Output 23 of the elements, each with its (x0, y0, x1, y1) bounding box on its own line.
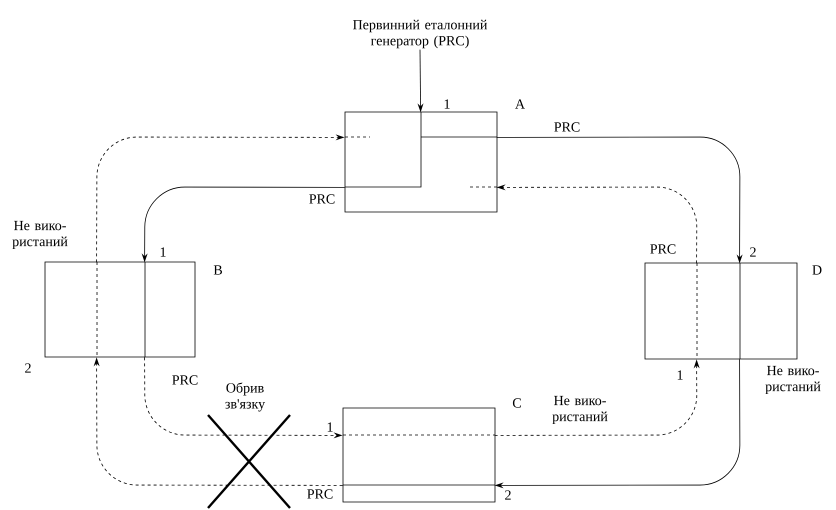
edge-label: PRC (309, 194, 334, 204)
edge-label: PRC (172, 375, 198, 385)
node-label: D (812, 265, 822, 275)
edge-label: PRC (307, 489, 332, 499)
port-number: 1 (328, 422, 333, 432)
node-label: A (515, 99, 525, 109)
node-label: B (214, 265, 222, 275)
port-number: 1 (444, 99, 450, 109)
port-label: Обрив зв'язку (225, 382, 266, 412)
port-number: PRC (650, 244, 676, 254)
port-number: 1 (678, 370, 683, 380)
port-label: Не вико- ристаний (765, 366, 820, 394)
port-label: Не вико- ристаний (12, 220, 68, 250)
port-number: 2 (25, 363, 31, 373)
port-label: Не вико- ристаний (552, 396, 608, 424)
port-number: 2 (750, 247, 756, 257)
network-element-box: D (644, 262, 822, 360)
node-label: C (512, 398, 521, 408)
port-number: 2 (505, 490, 511, 500)
edge-label: PRC (554, 122, 580, 132)
source-label: Первинний еталонний генератор (PRC) (352, 20, 488, 48)
network-element-box: B (44, 262, 222, 358)
port-number: 1 (160, 247, 166, 257)
